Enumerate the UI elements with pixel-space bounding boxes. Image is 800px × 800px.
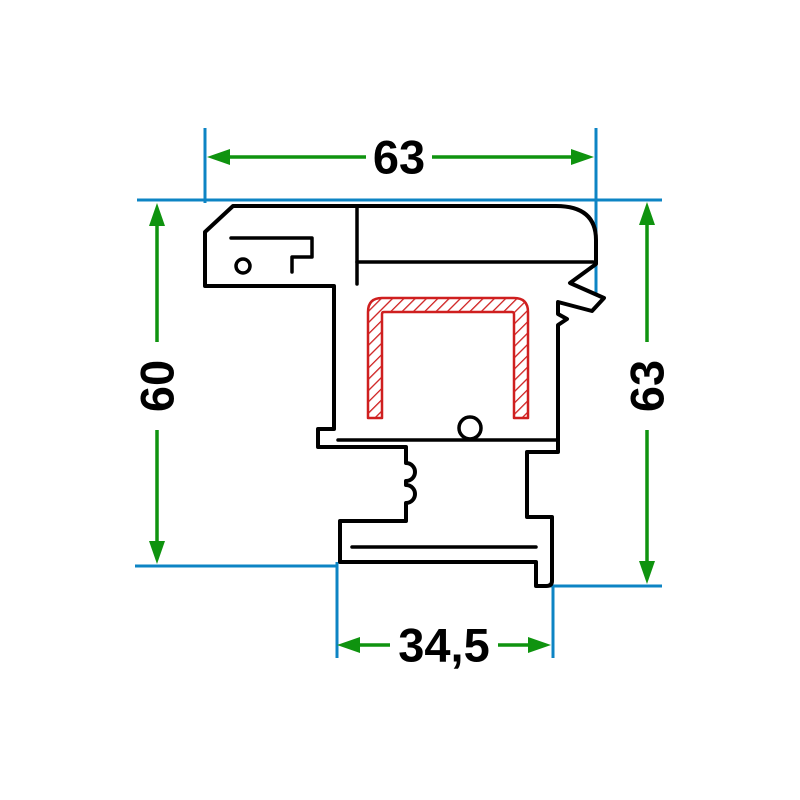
arrow-left-icon xyxy=(337,637,360,653)
dimension-right-height: 63 xyxy=(621,202,674,584)
arrow-right-icon xyxy=(528,637,551,653)
dimension-label-bottom-width: 34,5 xyxy=(398,619,489,672)
dimension-label-top-width: 63 xyxy=(373,131,425,184)
dimension-label-left-height: 60 xyxy=(131,360,184,412)
arrow-up-icon xyxy=(149,203,165,226)
reference-lines xyxy=(135,128,662,658)
arrow-left-icon xyxy=(207,149,230,165)
arrow-down-icon xyxy=(149,541,165,564)
profile xyxy=(203,204,606,588)
dimension-bottom-width: 34,5 xyxy=(337,619,551,672)
profile-left-chamber-detail xyxy=(229,236,314,274)
left-chamber-notch xyxy=(234,257,252,275)
screw-hole xyxy=(457,415,483,441)
dimension-left-height: 60 xyxy=(131,203,184,564)
arrow-right-icon xyxy=(571,149,594,165)
steel-reinforcement-channel xyxy=(366,296,530,420)
dimension-label-right-height: 63 xyxy=(621,360,674,412)
arrow-up-icon xyxy=(639,202,655,225)
arrow-down-icon xyxy=(639,561,655,584)
dimension-top-width: 63 xyxy=(207,131,594,184)
